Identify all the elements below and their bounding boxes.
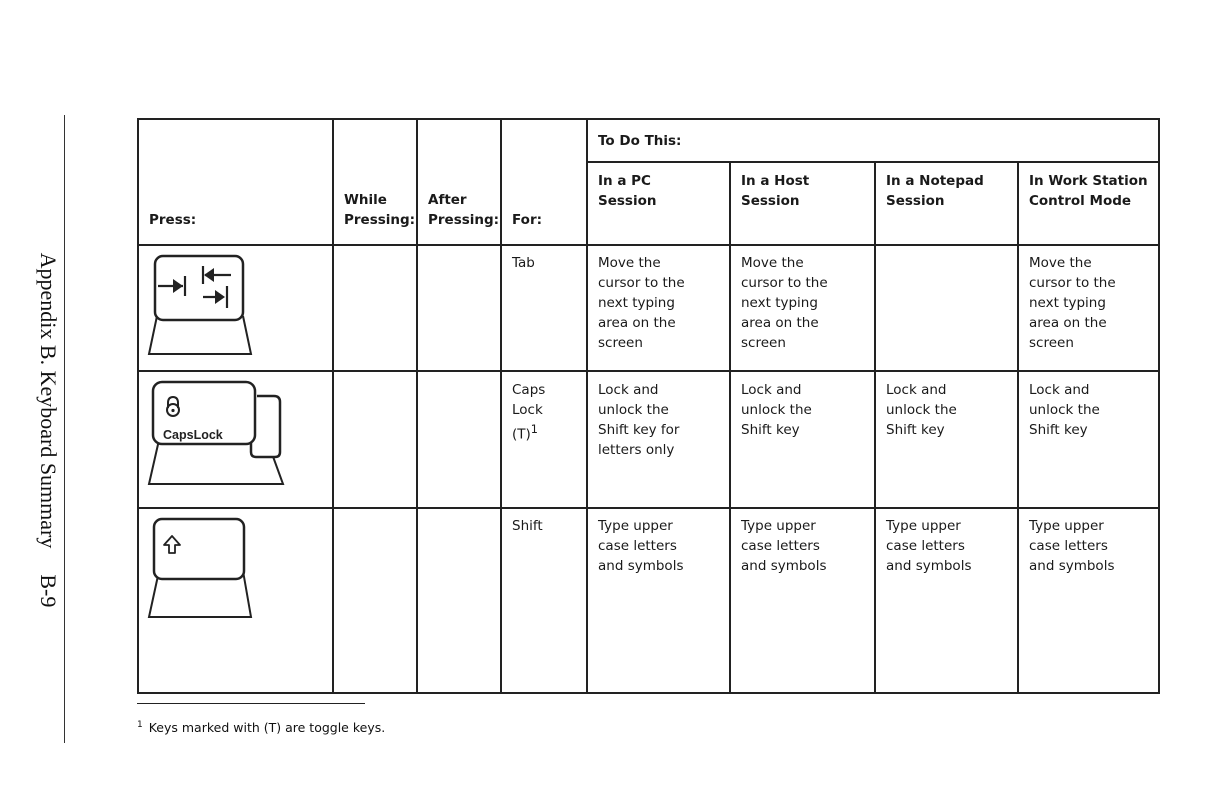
notepad-cell-shift: Type upper case letters and symbols <box>874 507 1019 694</box>
wsc-cell-tab: Move the cursor to the next typing area … <box>1016 244 1161 372</box>
caps-lock-key-label: CapsLock <box>163 428 223 442</box>
footnote-text: Keys marked with (T) are toggle keys. <box>148 720 386 736</box>
while-cell-shift <box>332 507 418 694</box>
footnote-mark: 1 <box>137 720 143 730</box>
header-pc-session: In a PC Session <box>586 161 731 246</box>
while-cell-caps-lock <box>332 370 418 509</box>
header-notepad-session: In a Notepad Session <box>874 161 1019 246</box>
table-row-caps-lock: CapsLock Caps Lock (T)1 Lock and unlock … <box>137 370 1161 509</box>
key-cell-caps-lock: CapsLock <box>137 370 334 509</box>
header-for: For: <box>500 118 588 246</box>
side-running-title: Appendix B. Keyboard SummaryB-9 <box>35 253 61 608</box>
notepad-cell-tab <box>874 244 1019 372</box>
side-rule <box>64 115 65 743</box>
footnote-rule <box>137 703 365 704</box>
header-while-pressing: While Pressing: <box>332 118 418 246</box>
pc-cell-shift: Type upper case letters and symbols <box>586 507 731 694</box>
while-cell-tab <box>332 244 418 372</box>
wsc-cell-shift: Type upper case letters and symbols <box>1016 507 1161 694</box>
key-cell-shift <box>137 507 334 694</box>
key-cell-tab <box>137 244 334 372</box>
wsc-cell-caps-lock: Lock and unlock the Shift key <box>1016 370 1161 509</box>
table-row-tab: Tab Move the cursor to the next typing a… <box>137 244 1161 372</box>
header-press: Press: <box>137 118 334 246</box>
for-cell-caps-lock: Caps Lock (T)1 <box>500 370 588 509</box>
pc-cell-caps-lock: Lock and unlock the Shift key for letter… <box>586 370 731 509</box>
after-cell-shift <box>416 507 502 694</box>
header-after-pressing: After Pressing: <box>416 118 502 246</box>
notepad-cell-caps-lock: Lock and unlock the Shift key <box>874 370 1019 509</box>
tab-key-icon <box>147 254 253 355</box>
shift-key-icon <box>147 517 253 618</box>
caps-lock-key-icon: CapsLock <box>147 380 285 485</box>
after-cell-caps-lock <box>416 370 502 509</box>
side-title-text: Appendix B. Keyboard Summary <box>36 252 61 549</box>
after-cell-tab <box>416 244 502 372</box>
pc-cell-tab: Move the cursor to the next typing area … <box>586 244 731 372</box>
for-cell-tab: Tab <box>500 244 588 372</box>
header-host-session: In a Host Session <box>729 161 876 246</box>
header-wsc-mode: In Work Station Control Mode <box>1016 161 1161 246</box>
header-row-top: Press: While Pressing: After Pressing: F… <box>137 118 1161 246</box>
page-number: B-9 <box>36 574 61 608</box>
for-cell-shift: Shift <box>500 507 588 694</box>
header-to-do-this: To Do This: <box>585 118 1161 163</box>
footnote: 1 Keys marked with (T) are toggle keys. <box>137 720 385 735</box>
footnote-ref: 1 <box>530 423 538 436</box>
header-row-sub: In a PC Session In a Host Session In a N… <box>138 161 1161 246</box>
host-cell-shift: Type upper case letters and symbols <box>729 507 876 694</box>
host-cell-caps-lock: Lock and unlock the Shift key <box>729 370 876 509</box>
table-row-shift: Shift Type upper case letters and symbol… <box>137 507 1161 694</box>
host-cell-tab: Move the cursor to the next typing area … <box>729 244 876 372</box>
keyboard-summary-table: Press: While Pressing: After Pressing: F… <box>137 118 1161 694</box>
